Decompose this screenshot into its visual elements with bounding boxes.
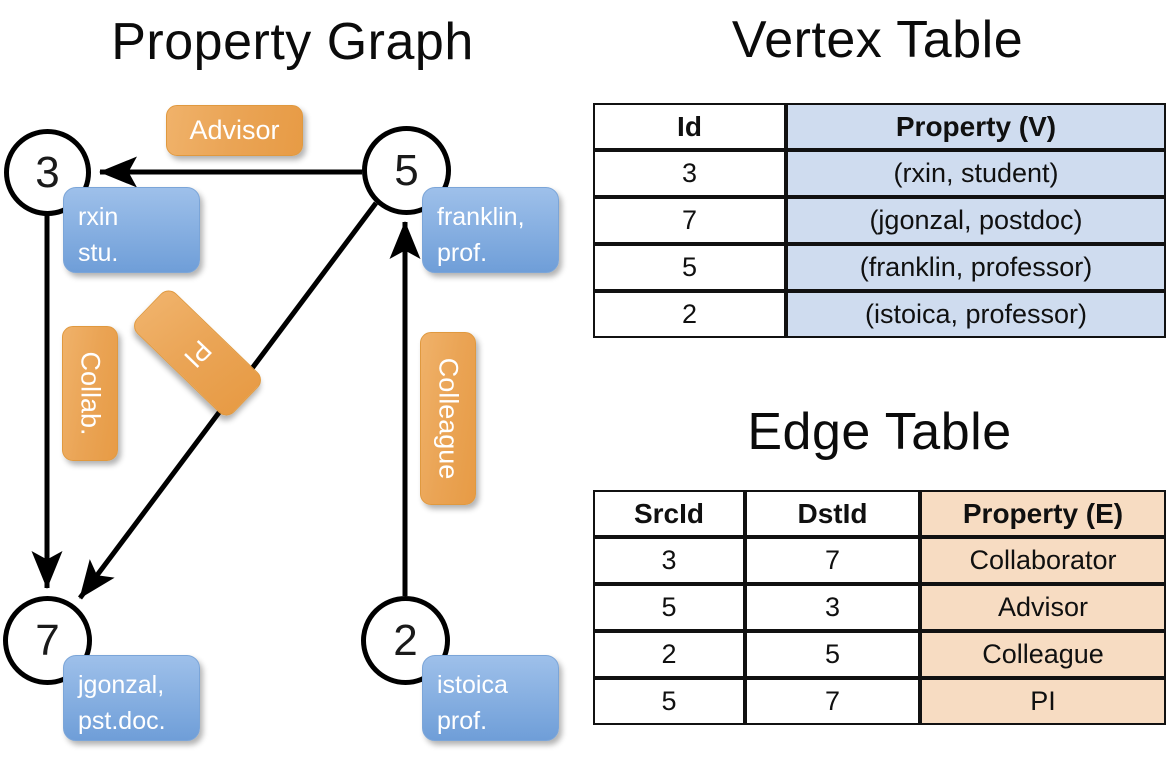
edge-row-2-property: Colleague bbox=[920, 631, 1166, 678]
node-property-box-istoica[interactable]: istoica prof. bbox=[422, 655, 559, 741]
vertex-row-3-property: (istoica, professor) bbox=[786, 291, 1166, 338]
edge-label-pi-text: PI bbox=[178, 333, 218, 373]
node-property-box-rxin[interactable]: rxin stu. bbox=[63, 187, 200, 273]
graph-node-5-label: 5 bbox=[394, 145, 419, 195]
table-row: 5 3 Advisor bbox=[593, 584, 1166, 631]
edge-label-colleague[interactable]: Colleague bbox=[420, 332, 476, 505]
node-property-franklin-line2: prof. bbox=[437, 238, 488, 267]
edge-row-2-srcid: 2 bbox=[593, 631, 745, 678]
edge-row-2-dstid: 5 bbox=[745, 631, 920, 678]
table-row: 7 (jgonzal, postdoc) bbox=[593, 197, 1166, 244]
edge-label-colleague-text: Colleague bbox=[433, 357, 464, 480]
table-row: 2 5 Colleague bbox=[593, 631, 1166, 678]
node-property-rxin-line1: rxin bbox=[78, 203, 119, 231]
edge-row-0-property: Collaborator bbox=[920, 537, 1166, 584]
edge-table-header-srcid: SrcId bbox=[593, 490, 745, 537]
edge-row-0-srcid: 3 bbox=[593, 537, 745, 584]
vertex-table: Id Property (V) 3 (rxin, student) 7 (jgo… bbox=[593, 103, 1166, 338]
graph-node-5[interactable]: 5 bbox=[362, 126, 451, 215]
vertex-row-3-id: 2 bbox=[593, 291, 786, 338]
vertex-row-1-property: (jgonzal, postdoc) bbox=[786, 197, 1166, 244]
table-row: 3 (rxin, student) bbox=[593, 150, 1166, 197]
vertex-row-2-property: (franklin, professor) bbox=[786, 244, 1166, 291]
vertex-row-2-id: 5 bbox=[593, 244, 786, 291]
node-property-istoica-line1: istoica bbox=[437, 671, 508, 699]
page-title-vertex-table: Vertex Table bbox=[731, 11, 1024, 69]
edge-row-3-property: PI bbox=[920, 678, 1166, 725]
table-header-row: Id Property (V) bbox=[593, 103, 1166, 150]
vertex-row-0-property: (rxin, student) bbox=[786, 150, 1166, 197]
edge-row-1-property: Advisor bbox=[920, 584, 1166, 631]
node-property-box-franklin[interactable]: franklin, prof. bbox=[422, 187, 559, 273]
node-property-franklin-line1: franklin, bbox=[437, 203, 525, 231]
node-property-jgonzal-line2: pst.doc. bbox=[78, 706, 166, 735]
edge-table-header-dstid: DstId bbox=[745, 490, 920, 537]
page-title-edge-table: Edge Table bbox=[747, 403, 1012, 461]
page-title-property-graph: Property Graph bbox=[111, 13, 474, 71]
vertex-table-header-id: Id bbox=[593, 103, 786, 150]
node-property-rxin-line2: stu. bbox=[78, 238, 119, 267]
table-row: 2 (istoica, professor) bbox=[593, 291, 1166, 338]
vertex-table-header-property: Property (V) bbox=[786, 103, 1166, 150]
edge-label-collab[interactable]: Collab. bbox=[62, 326, 118, 461]
table-header-row: SrcId DstId Property (E) bbox=[593, 490, 1166, 537]
edge-row-1-dstid: 3 bbox=[745, 584, 920, 631]
graph-node-3-label: 3 bbox=[35, 147, 60, 197]
table-row: 3 7 Collaborator bbox=[593, 537, 1166, 584]
vertex-row-1-id: 7 bbox=[593, 197, 786, 244]
node-property-istoica-line2: prof. bbox=[437, 706, 488, 735]
edge-row-3-dstid: 7 bbox=[745, 678, 920, 725]
edge-label-collab-text: Collab. bbox=[75, 351, 106, 436]
table-row: 5 7 PI bbox=[593, 678, 1166, 725]
edge-row-3-srcid: 5 bbox=[593, 678, 745, 725]
graph-node-2-label: 2 bbox=[393, 615, 418, 665]
graph-node-7-label: 7 bbox=[35, 615, 60, 665]
vertex-row-0-id: 3 bbox=[593, 150, 786, 197]
table-row: 5 (franklin, professor) bbox=[593, 244, 1166, 291]
node-property-box-jgonzal[interactable]: jgonzal, pst.doc. bbox=[63, 655, 200, 741]
edge-table: SrcId DstId Property (E) 3 7 Collaborato… bbox=[593, 490, 1166, 725]
edge-table-header-property: Property (E) bbox=[920, 490, 1166, 537]
node-property-jgonzal-line1: jgonzal, bbox=[78, 671, 165, 699]
edge-label-advisor[interactable]: Advisor bbox=[166, 105, 303, 156]
edge-label-advisor-text: Advisor bbox=[189, 115, 280, 145]
graph-node-2[interactable]: 2 bbox=[361, 596, 450, 685]
edge-row-1-srcid: 5 bbox=[593, 584, 745, 631]
edge-row-0-dstid: 7 bbox=[745, 537, 920, 584]
